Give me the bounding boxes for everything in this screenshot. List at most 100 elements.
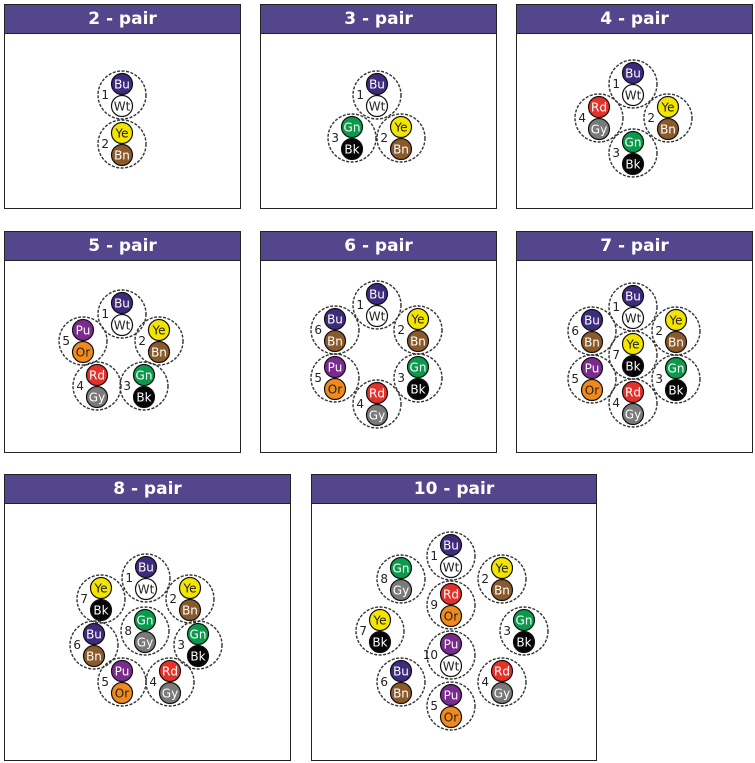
pair-number: 4 [76,379,84,393]
pair-number: 6 [380,675,388,689]
pair-outline [567,354,617,404]
conductor-label: Rd [162,665,178,679]
pair-number: 5 [62,334,70,348]
pair-outline [173,620,223,670]
pair-number: 7 [359,624,367,638]
pair-number: 1 [612,77,620,91]
conductor-bk [368,630,392,654]
conductor-label: Bn [114,149,130,163]
conductor-label: Bk [625,360,640,374]
conductor-or [580,378,604,402]
pair-outline [477,554,527,604]
conductor-gy [490,681,514,705]
pair-outline [643,93,693,143]
conductor-bk [621,152,645,176]
pair-number: 7 [80,592,88,606]
conductor-pu [439,683,463,707]
pair-number: 3 [331,131,339,145]
pair-number: 1 [101,307,109,321]
conductor-label: Bk [625,158,640,172]
pair-outline [426,681,476,731]
conductor-bu [365,72,389,96]
conductor-label: Ye [182,582,196,596]
conductor-gy [133,630,157,654]
pair-outline [119,361,169,411]
pair-number: 7 [612,348,620,362]
conductor-bu [580,308,604,332]
conductor-label: Or [444,711,458,725]
pair-outline [376,657,426,707]
pair-number: 2 [481,572,489,586]
pair-number: 1 [612,300,620,314]
conductor-label: Rd [443,588,459,602]
conductor-ye [621,332,645,356]
conductor-rd [621,380,645,404]
conductor-gn [340,115,364,139]
conductor-gn [186,622,210,646]
conductor-bu [110,291,134,315]
pair-number: 1 [101,88,109,102]
conductor-label: Or [76,346,90,360]
panel-title: 7 - pair [517,232,752,261]
conductor-pu [580,356,604,380]
pair-number: 9 [430,598,438,612]
pair-number: 2 [380,131,388,145]
conductor-label: Bk [668,384,683,398]
conductor-label: Ye [494,562,508,576]
conductor-label: Bu [369,288,385,302]
conductor-label: Pu [115,665,130,679]
conductor-ye [406,307,430,331]
pair-outline [352,70,402,120]
conductor-label: Or [585,384,599,398]
pair-number: 5 [571,372,579,386]
conductor-gn [406,355,430,379]
conductor-ye [178,576,202,600]
pair-number: 2 [647,111,655,125]
pair-outline [310,305,360,355]
pair-number: 3 [503,624,511,638]
pair-outline [58,316,108,366]
conductor-gy [389,578,413,602]
pair-outline [120,606,170,656]
pair-number: 4 [149,675,157,689]
pair-number: 3 [655,372,663,386]
conductor-label: Bk [93,604,108,618]
conductor-label: Gy [494,687,510,701]
pair-number: 8 [124,624,132,638]
pair-number: 6 [314,323,322,337]
conductor-label: Ye [93,582,107,596]
conductor-bu [621,61,645,85]
conductor-gn [133,608,157,632]
panel-5-pair: 5 - pair [4,231,241,453]
conductor-label: Bn [393,687,409,701]
pair-outline [310,353,360,403]
conductor-bu [110,72,134,96]
conductor-label: Bn [182,604,198,618]
conductor-gn [621,130,645,154]
pair-outline [352,379,402,429]
pair-number: 3 [612,146,620,160]
pair-outline [608,378,658,428]
pair-outline [72,361,122,411]
conductor-wt [365,304,389,328]
conductor-label: Bk [344,143,359,157]
conductor-wt [134,577,158,601]
